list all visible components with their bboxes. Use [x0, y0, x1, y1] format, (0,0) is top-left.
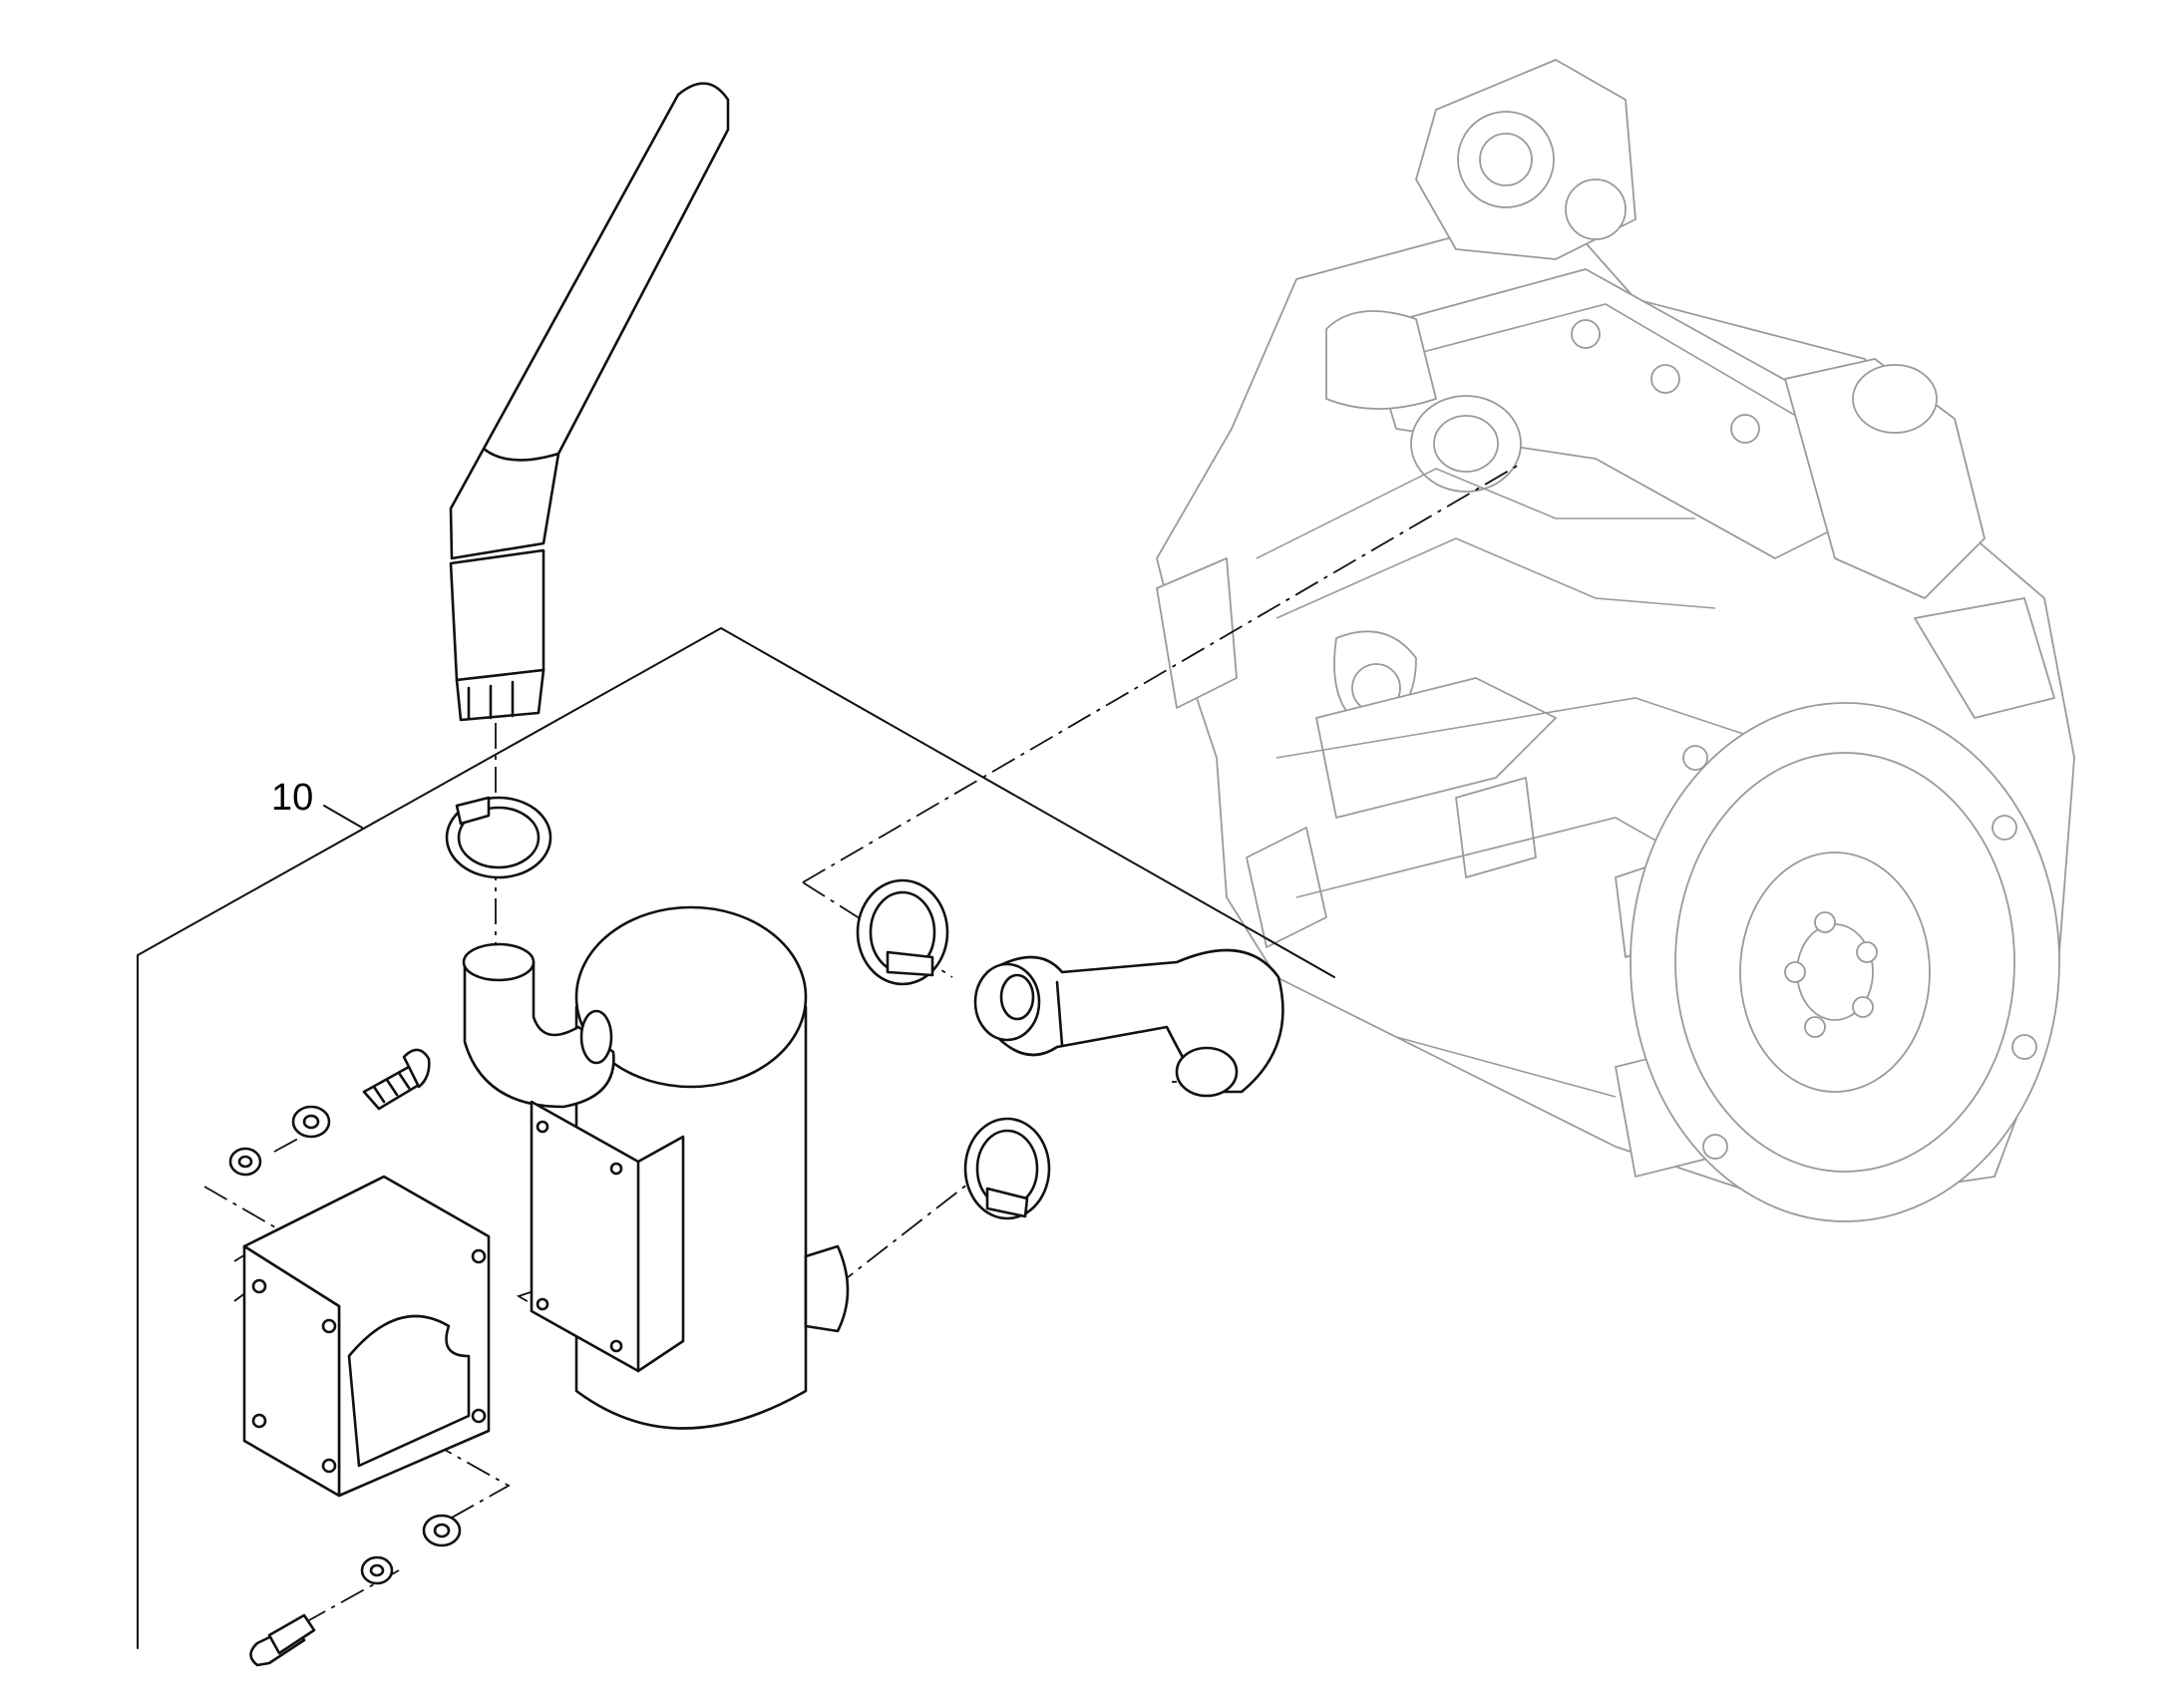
bolt-lower — [249, 1613, 316, 1667]
mounting-bracket — [242, 1175, 491, 1498]
bolt-upper — [362, 1048, 431, 1111]
washer-group — [228, 1105, 462, 1585]
inlet-pipe — [973, 948, 1284, 1098]
inlet-clamp — [856, 878, 949, 986]
muffler-inlet-elbow — [462, 942, 615, 1109]
outlet-clamp — [963, 1117, 1051, 1220]
engine — [1156, 59, 2075, 1222]
washer — [291, 1105, 331, 1139]
heat-shield — [530, 1100, 685, 1373]
exhaust-stack-pipe — [449, 82, 730, 722]
washer — [360, 1555, 394, 1585]
washer — [228, 1147, 262, 1177]
assembly-bracket-frame — [137, 627, 1335, 1649]
callout-label-10: 10 — [271, 777, 313, 819]
washer — [422, 1514, 462, 1547]
stack-clamp — [445, 796, 552, 879]
